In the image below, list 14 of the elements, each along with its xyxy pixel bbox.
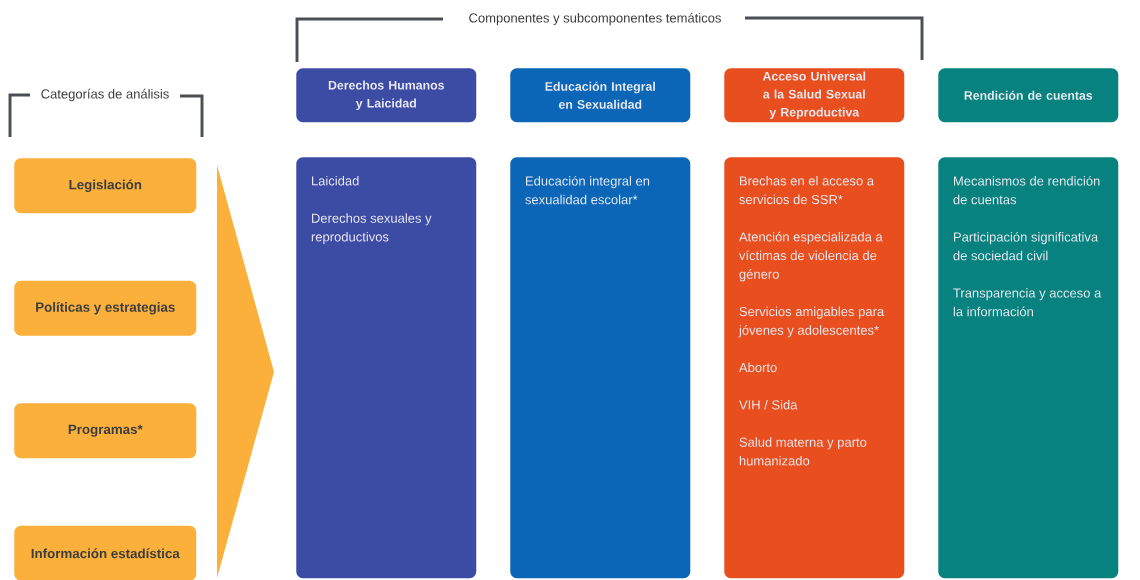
bracket-label: Componentes y subcomponentes temáticos [469, 12, 721, 26]
subcomponent-column: Brechas en el acceso a servicios de SSR* Atención especializada a víctimas de violencia de género Servicios amigables para jóvenes y adolescentes* Aborto VIH / Sida Salud materna y parto humanizado [724, 157, 905, 579]
subcomponent-column: Educación integral en sexualidad escolar* [510, 157, 691, 579]
category-box: Políticas y estrategias [14, 280, 197, 336]
category-box: Programas* [14, 403, 197, 459]
bracket-label: Categorías de análisis [41, 88, 169, 102]
component-header: Acceso Universal a la Salud Sexual y Reproductiva [724, 68, 905, 123]
component-header: Rendición de cuentas [938, 68, 1119, 123]
category-box: Legislación [14, 158, 197, 214]
component-header: Derechos Humanos y Laicidad [296, 68, 477, 123]
component-header: Educación Integral en Sexualidad [510, 68, 691, 123]
subcomponent-column: Mecanismos de rendición de cuentas Participación significativa de sociedad civil Transparencia y acceso a la información [938, 157, 1119, 579]
subcomponent-column: Laicidad Derechos sexuales y reproductivos [296, 157, 477, 579]
category-box: Información estadística [14, 525, 197, 580]
